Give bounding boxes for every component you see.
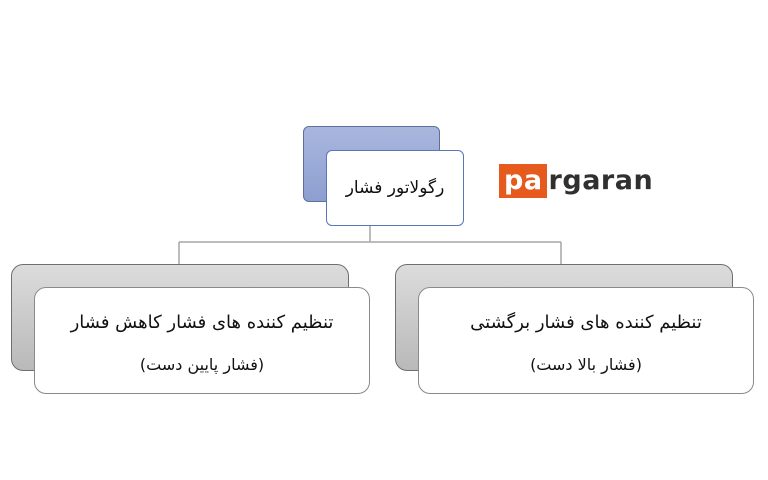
logo-rest: rgaran xyxy=(548,165,654,196)
pargaran-logo: pa rgaran xyxy=(499,164,653,198)
root-node: رگولاتور فشار xyxy=(326,150,464,226)
left-node-title: تنظیم کننده های فشار کاهش فشار xyxy=(70,311,334,333)
right-node-title: تنظیم کننده های فشار برگشتی xyxy=(470,311,702,333)
left-node: تنظیم کننده های فشار کاهش فشار (فشار پای… xyxy=(34,287,370,394)
left-node-subtitle: (فشار پایین دست) xyxy=(139,354,265,374)
right-node-subtitle: (فشار بالا دست) xyxy=(530,354,642,374)
logo-highlight: pa xyxy=(499,164,547,198)
root-node-label: رگولاتور فشار xyxy=(345,178,445,198)
right-node: تنظیم کننده های فشار برگشتی (فشار بالا د… xyxy=(418,287,754,394)
